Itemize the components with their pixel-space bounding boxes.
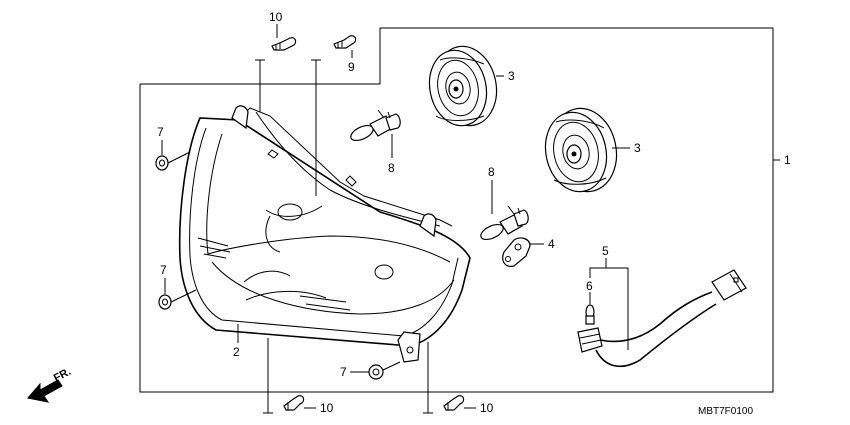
- headlight-housing: [178, 105, 471, 363]
- callout-3-bottom: 3: [634, 141, 641, 155]
- bulb-right: [480, 205, 529, 241]
- callout-4: 4: [548, 237, 555, 251]
- front-indicator-label: FR.: [52, 366, 73, 385]
- dust-cover-bottom: [544, 107, 618, 193]
- position-socket: [502, 237, 531, 267]
- callout-5: 5: [602, 244, 609, 258]
- callout-10-bottom-left: 10: [320, 401, 334, 415]
- screw-top: [271, 37, 297, 51]
- callout-7-top: 7: [157, 125, 164, 139]
- grommet-top: [155, 155, 169, 171]
- screw-9: [333, 35, 357, 49]
- front-direction-arrow-icon: [27, 379, 63, 403]
- grommet-middle: [158, 294, 172, 310]
- dust-cover-top: [428, 45, 498, 127]
- callout-10-bottom-right: 10: [480, 401, 494, 415]
- assembly-frame: [139, 27, 774, 393]
- callout-2: 2: [233, 345, 240, 359]
- socket-wire-harness: [577, 269, 747, 368]
- callout-8-right: 8: [488, 165, 495, 179]
- diagram-code: MBT7F0100: [698, 406, 753, 417]
- callout-7-middle: 7: [160, 263, 167, 277]
- callout-1: 1: [784, 153, 791, 167]
- callout-8-center: 8: [388, 161, 395, 175]
- screw-bottom-right: [443, 395, 465, 411]
- grommet-bottom: [368, 364, 384, 380]
- screw-bottom-left: [283, 395, 305, 411]
- callout-9: 9: [348, 60, 355, 74]
- callout-3-top: 3: [508, 69, 515, 83]
- callout-7-bottom: 7: [340, 365, 347, 379]
- callout-10-top: 10: [269, 10, 283, 24]
- position-bulb: [585, 304, 595, 325]
- callout-6: 6: [586, 279, 593, 293]
- bulb-center: [350, 109, 401, 142]
